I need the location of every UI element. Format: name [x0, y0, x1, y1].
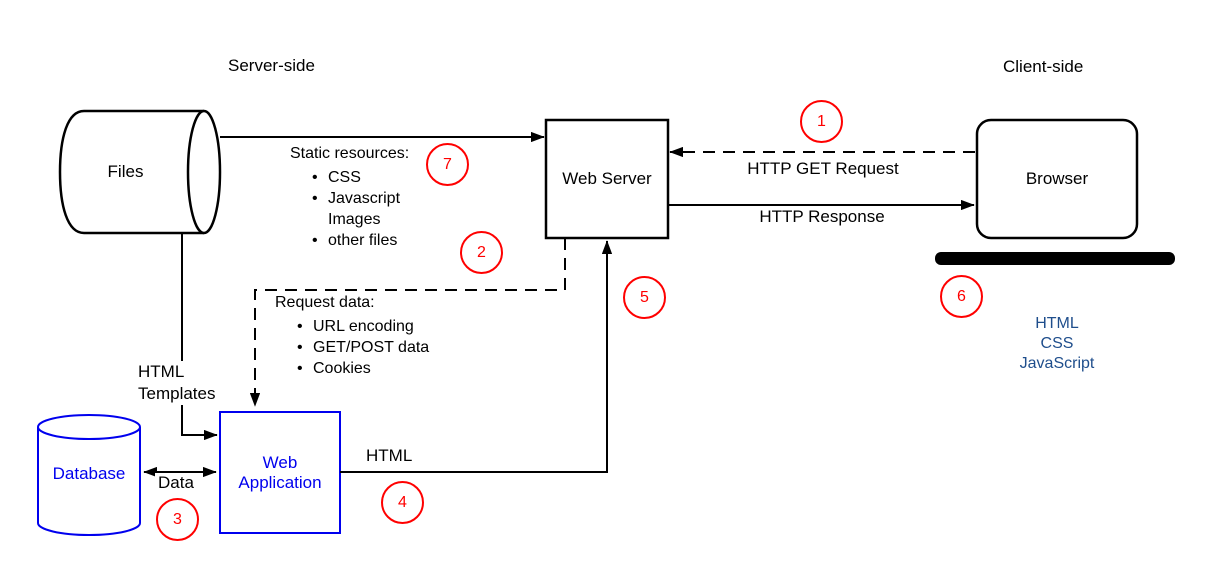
connector-html-to-webserver: [340, 240, 613, 473]
web-application-label: Web Application: [220, 412, 340, 533]
client-tech-html: HTML: [1035, 315, 1079, 332]
connector-html-templates: [181, 233, 218, 441]
web-server-label: Web Server: [562, 169, 652, 188]
list-item: • other files: [290, 230, 409, 251]
step-circle-5: 5: [623, 276, 666, 319]
files-label: Files: [107, 162, 144, 181]
database-cylinder-cap: [37, 414, 141, 440]
list-item-text: URL encoding: [313, 318, 414, 335]
files-cylinder-cap: [186, 109, 222, 235]
bullet-dot: •: [312, 190, 318, 207]
list-item-text: Cookies: [313, 360, 371, 377]
list-item: Images: [290, 209, 409, 230]
browser-label: Browser: [1025, 169, 1089, 188]
list-item-text: GET/POST data: [313, 339, 430, 356]
list-item: • GET/POST data: [275, 337, 429, 358]
step-circle-6: 6: [940, 275, 983, 318]
list-item: • Javascript: [290, 188, 409, 209]
html-edge-label: HTML: [363, 446, 416, 467]
list-item: • CSS: [290, 167, 409, 188]
step-circle-1: 1: [800, 100, 843, 143]
bullet-dot: •: [297, 360, 303, 377]
bullet-dot: [312, 209, 328, 230]
web-application-box: [219, 411, 341, 534]
list-item-text: Images: [328, 211, 381, 228]
static-resources-list: Static resources: • CSS • Javascript Ima…: [290, 144, 409, 251]
request-data-list: Request data: • URL encoding • GET/POST …: [275, 293, 429, 379]
step-circle-2: 2: [460, 231, 503, 274]
html-templates-label-line2: Templates: [138, 384, 216, 403]
step-circle-4: 4: [381, 481, 424, 524]
connector-request-data: [249, 238, 566, 407]
client-tech-javascript: JavaScript: [1019, 355, 1095, 372]
browser-box: [975, 118, 1139, 240]
files-cylinder: [58, 109, 222, 235]
step-circle-7: 7: [426, 143, 469, 186]
client-side-label: Client-side: [1003, 57, 1084, 76]
step-circle-3: 3: [156, 498, 199, 541]
http-get-request-label: HTTP GET Request: [747, 159, 899, 178]
client-tech-css: CSS: [1040, 335, 1074, 352]
server-side-label: Server-side: [228, 56, 315, 75]
request-data-title: Request data:: [275, 294, 375, 311]
web-server-box: [544, 118, 670, 240]
list-item: • Cookies: [275, 358, 429, 379]
bullet-dot: •: [312, 169, 318, 186]
list-item-text: other files: [328, 232, 398, 249]
http-response-label: HTTP Response: [759, 207, 885, 226]
list-item-text: CSS: [328, 169, 361, 186]
database-cylinder: [37, 414, 141, 536]
web-application-label-line2: Application: [238, 472, 322, 492]
bullet-dot: •: [297, 339, 303, 356]
database-label: Database: [52, 464, 126, 483]
web-application-label-line1: Web: [262, 452, 298, 472]
static-resources-title: Static resources:: [290, 145, 410, 162]
client-tech-stack: HTML CSS JavaScript: [977, 314, 1137, 374]
list-item-text: Javascript: [328, 190, 401, 207]
bullet-dot: •: [312, 232, 318, 249]
data-edge-label: Data: [155, 473, 197, 494]
laptop-base-bar: [935, 252, 1175, 265]
list-item: • URL encoding: [275, 316, 429, 337]
bullet-dot: •: [297, 318, 303, 335]
html-templates-label-line1: HTML: [138, 362, 185, 381]
html-templates-label: HTML Templates: [135, 361, 219, 405]
